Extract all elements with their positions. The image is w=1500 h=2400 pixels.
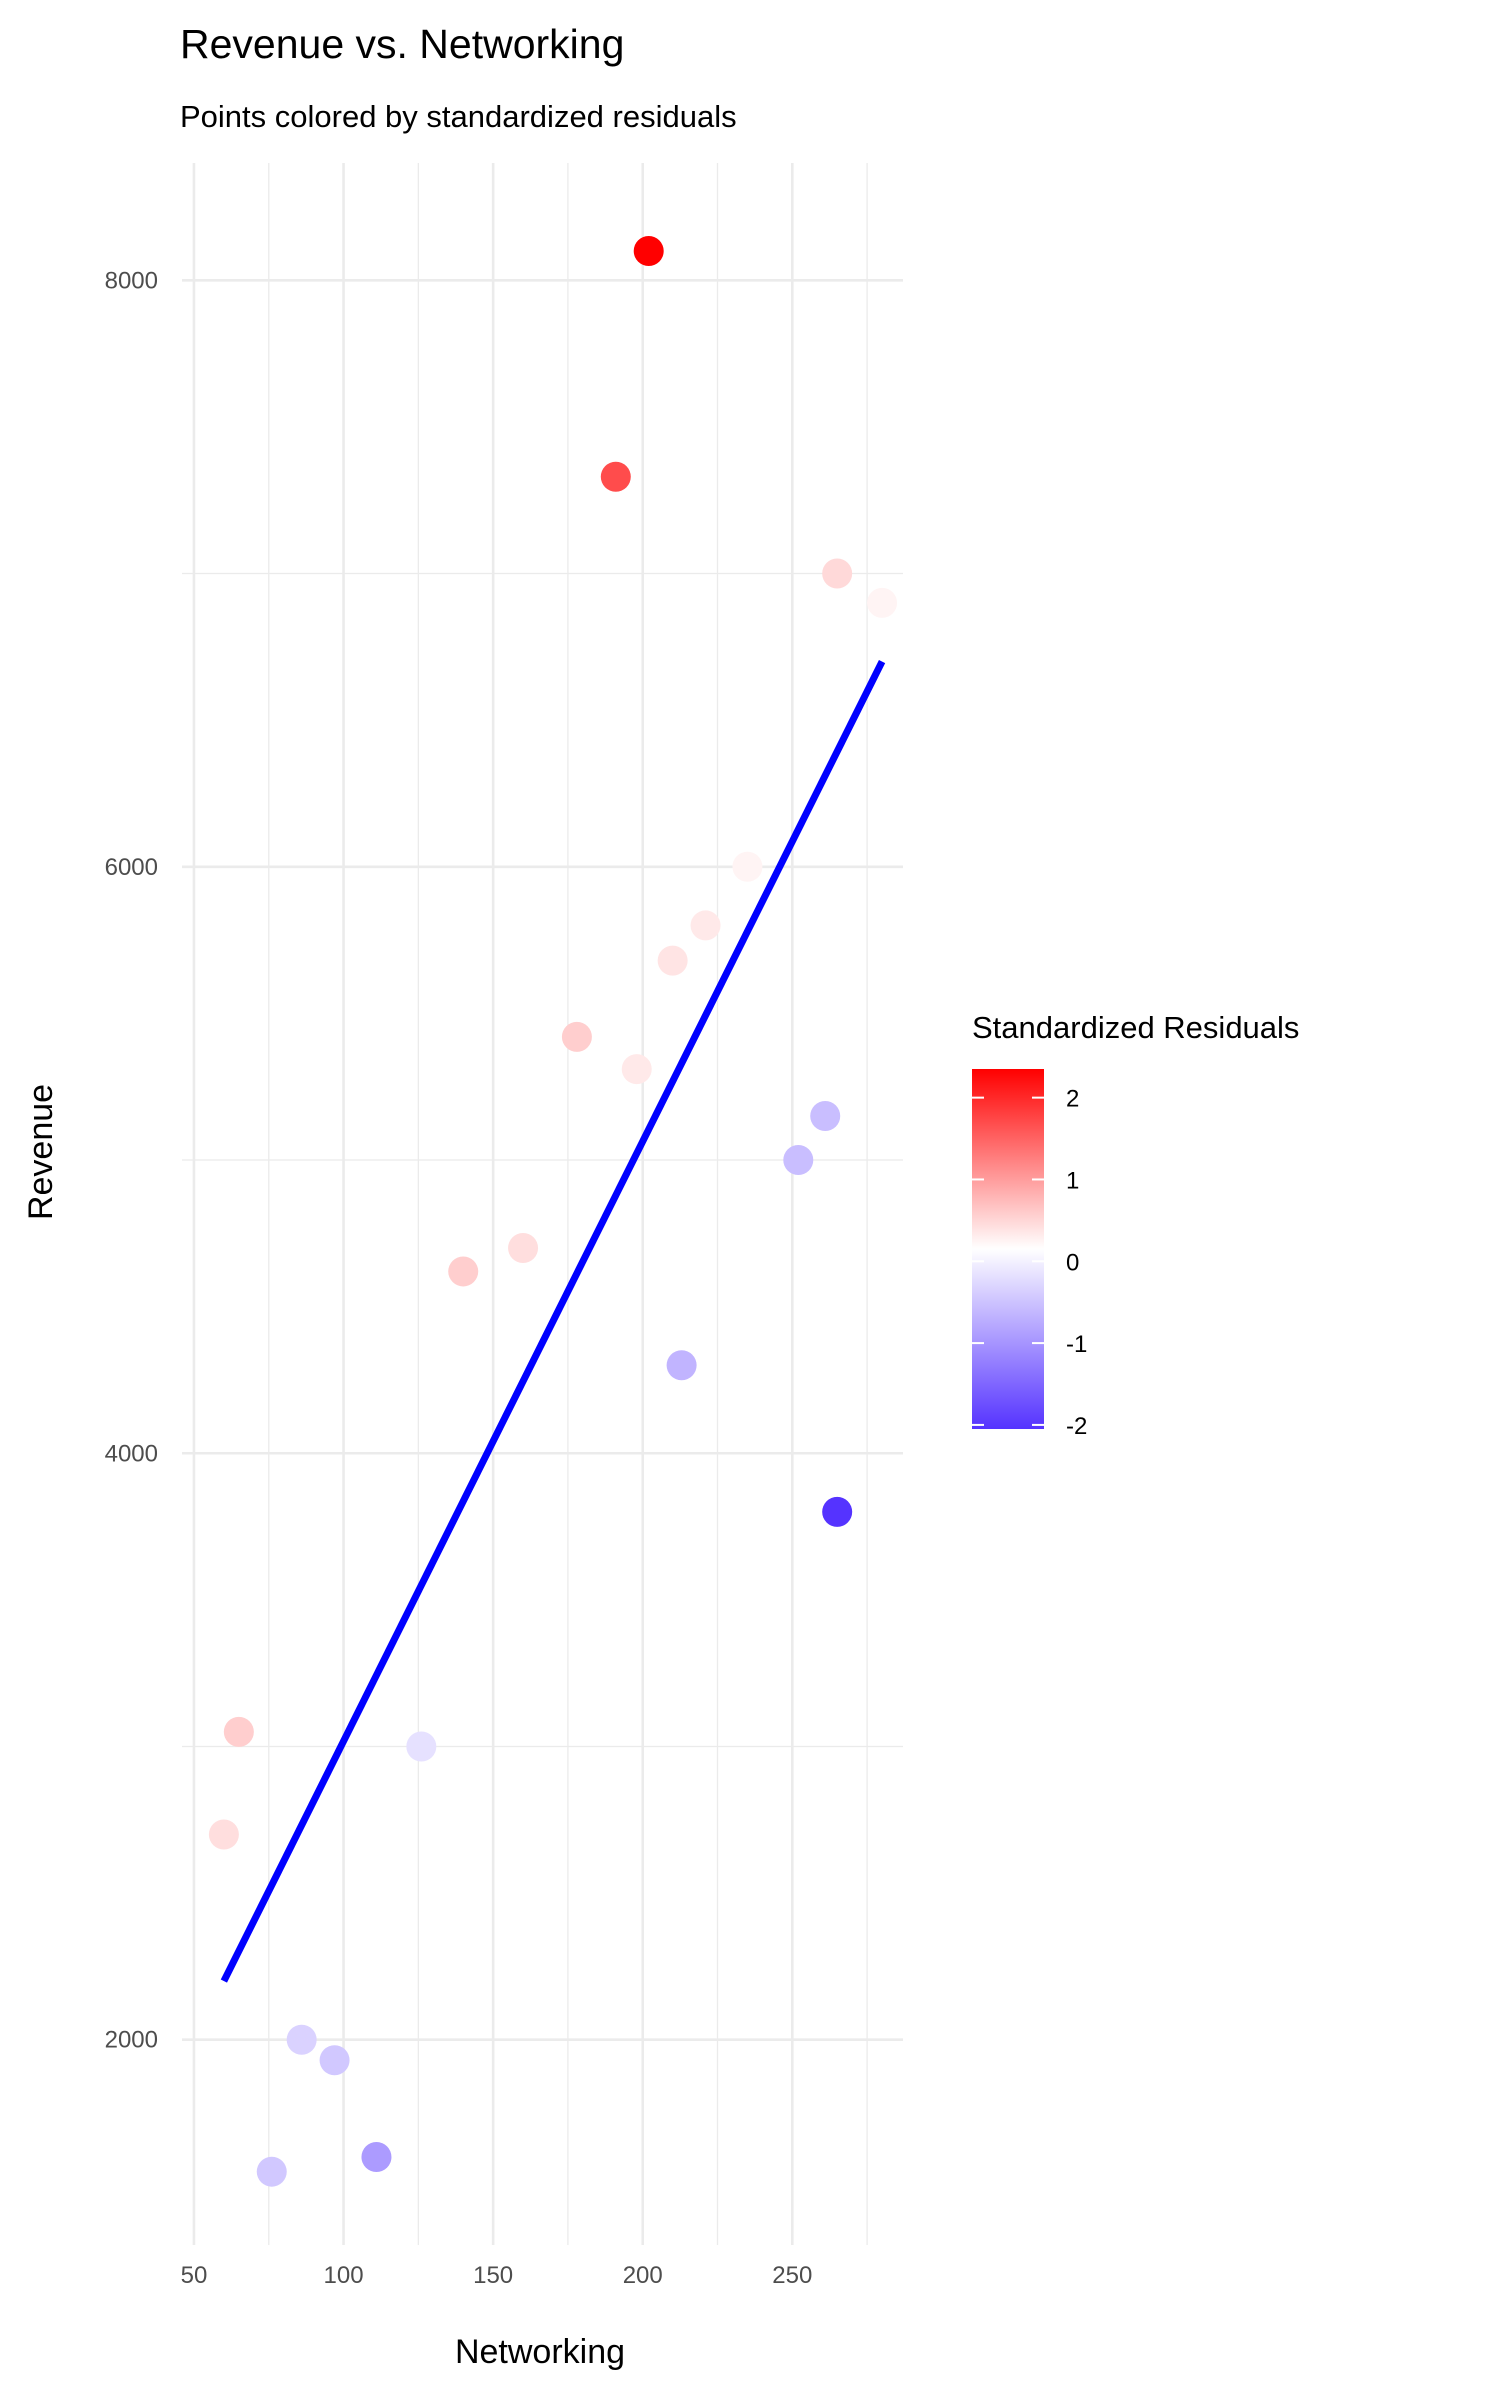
x-tick-label: 100 bbox=[324, 2262, 364, 2289]
data-point bbox=[208, 1819, 239, 1850]
data-point bbox=[867, 587, 898, 618]
data-point bbox=[621, 1054, 652, 1085]
x-tick-label: 200 bbox=[623, 2262, 663, 2289]
data-point bbox=[406, 1731, 437, 1762]
data-point bbox=[657, 945, 688, 976]
data-point bbox=[783, 1145, 814, 1176]
y-tick-label: 4000 bbox=[105, 1440, 158, 1467]
data-point bbox=[561, 1021, 592, 1052]
data-points bbox=[208, 235, 898, 2187]
data-point bbox=[319, 2045, 350, 2076]
chart-title: Revenue vs. Networking bbox=[180, 21, 624, 67]
data-point bbox=[810, 1101, 841, 1132]
legend-title: Standardized Residuals bbox=[972, 1010, 1299, 1045]
legend-tick-label: -1 bbox=[1066, 1331, 1087, 1358]
data-point bbox=[223, 1716, 254, 1747]
data-point bbox=[666, 1350, 697, 1381]
y-tick-label: 2000 bbox=[105, 2027, 158, 2054]
chart-subtitle: Points colored by standardized residuals bbox=[180, 99, 737, 134]
regression-line bbox=[220, 659, 886, 1983]
data-point bbox=[448, 1256, 479, 1287]
regression-line-layer bbox=[220, 659, 886, 1983]
legend-tick-label: -2 bbox=[1066, 1413, 1087, 1440]
y-axis-ticks: 2000 4000 6000 8000 bbox=[105, 267, 158, 2053]
legend-colorbar bbox=[972, 1069, 1044, 1429]
x-axis-ticks: 50 100 150 200 250 bbox=[181, 2262, 813, 2289]
data-point bbox=[286, 2024, 317, 2055]
legend-ticks: 2 1 0 -1 -2 bbox=[972, 1086, 1087, 1440]
data-point bbox=[600, 461, 631, 492]
legend-tick-label: 0 bbox=[1066, 1249, 1079, 1276]
data-point bbox=[508, 1232, 539, 1263]
x-axis-title: Networking bbox=[455, 2333, 625, 2371]
legend-tick-label: 2 bbox=[1066, 1086, 1079, 1113]
data-point bbox=[822, 1496, 853, 1527]
legend: Standardized Residuals 2 1 0 -1 -2 bbox=[972, 1010, 1299, 1440]
gridlines bbox=[182, 163, 903, 2245]
data-point bbox=[256, 2156, 287, 2187]
x-tick-label: 50 bbox=[181, 2262, 208, 2289]
x-tick-label: 150 bbox=[473, 2262, 513, 2289]
data-point bbox=[822, 558, 853, 589]
y-axis-title: Revenue bbox=[22, 1084, 60, 1220]
legend-tick-label: 1 bbox=[1066, 1167, 1079, 1194]
data-point bbox=[690, 910, 721, 941]
y-tick-label: 8000 bbox=[105, 267, 158, 294]
x-tick-label: 250 bbox=[772, 2262, 812, 2289]
y-tick-label: 6000 bbox=[105, 854, 158, 881]
data-point bbox=[732, 851, 763, 882]
data-point bbox=[633, 235, 664, 266]
data-point bbox=[361, 2142, 392, 2173]
